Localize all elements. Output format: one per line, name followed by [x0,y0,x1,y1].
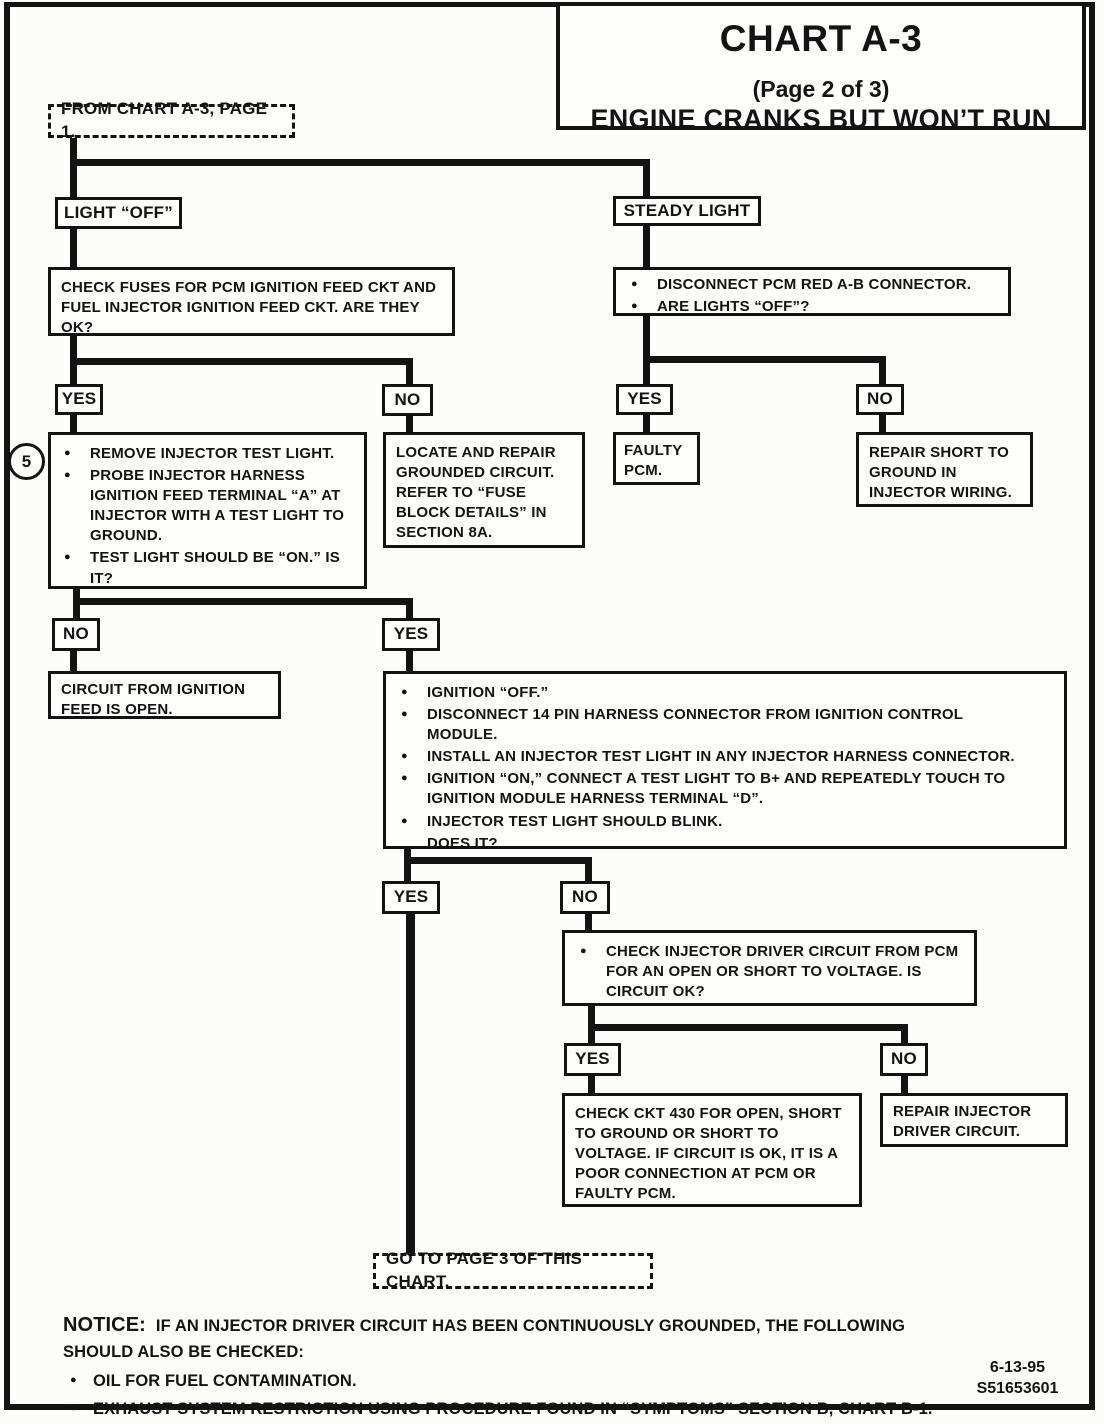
node-repair-short: REPAIR SHORT TO GROUND IN INJECTOR WIRIN… [856,432,1033,507]
connector [643,356,886,363]
connector [73,598,413,605]
node-check-fuses: CHECK FUSES FOR PCM IGNITION FEED CKT AN… [48,267,455,336]
bullet-item: REMOVE INJECTOR TEST LIGHT. [57,444,358,464]
notice-label: NOTICE: [63,1314,146,1336]
step-number-badge: 5 [8,443,45,480]
bullet-item: DISCONNECT 14 PIN HARNESS CONNECTOR FROM… [394,705,1037,745]
node-locate-repair: LOCATE AND REPAIR GROUNDED CIRCUIT. REFE… [383,432,585,548]
connector [879,356,886,385]
connector [70,413,77,434]
node-circuit-open: CIRCUIT FROM IGNITION FEED IS OPEN. [48,671,281,719]
connector [643,159,650,198]
bullet-item: INSTALL AN INJECTOR TEST LIGHT IN ANY IN… [394,747,1054,767]
chart-title: CHART A-3 [719,18,923,59]
node-steady-light: STEADY LIGHT [613,196,761,226]
branch-yes: YES [382,618,440,651]
node-question: DOES IT? [427,834,498,852]
node-check-ckt430: CHECK CKT 430 FOR OPEN, SHORT TO GROUND … [562,1093,862,1207]
node-ignition-module-test: IGNITION “OFF.” DISCONNECT 14 PIN HARNES… [383,671,1067,852]
branch-yes: YES [564,1043,621,1076]
node-goto-page3: GO TO PAGE 3 OF THIS CHART. [373,1249,653,1291]
page-border-right [1089,2,1095,1410]
connector [70,358,413,365]
connector [70,358,77,385]
notice-bullet: OIL FOR FUEL CONTAMINATION. [63,1369,935,1394]
notice-text: NOTICE:IF AN INJECTOR DRIVER CIRCUIT HAS… [63,1310,935,1365]
node-injector-test: REMOVE INJECTOR TEST LIGHT. PROBE INJECT… [48,432,367,589]
connector [585,857,592,882]
connector [70,650,77,673]
node-check-driver: CHECK INJECTOR DRIVER CIRCUIT FROM PCM F… [562,930,977,1006]
connector [901,1075,908,1094]
branch-yes: YES [616,384,673,415]
footer-date: 6-13-95 [989,1359,1046,1376]
bullet-item: IGNITION “OFF.” [394,683,1054,703]
branch-no: NO [52,618,100,651]
page-border-top [4,2,1095,7]
connector [585,913,592,932]
node-from-chart-a3-page1: FROM CHART A-3, PAGE 1. [48,99,295,141]
branch-no: NO [382,384,433,416]
bullet-item: DISCONNECT PCM RED A-B CONNECTOR. [624,275,1000,295]
connector [70,137,77,200]
connector [406,913,415,1254]
branch-yes: YES [55,384,103,415]
connector [643,315,650,360]
branch-yes: YES [382,881,440,914]
bullet-item: ARE LIGHTS “OFF”? [624,297,1000,317]
connector [588,1024,908,1031]
notice-body: IF AN INJECTOR DRIVER CIRCUIT HAS BEEN C… [63,1317,906,1361]
bullet-item: CHECK INJECTOR DRIVER CIRCUIT FROM PCM F… [573,942,966,1002]
connector [643,413,650,434]
connector [404,847,411,882]
node-faulty-pcm: FAULTY PCM. [613,432,700,485]
connector [70,227,77,268]
connector [406,358,413,385]
connector [879,413,886,434]
node-light-off: LIGHT “OFF” [55,197,182,229]
branch-no: NO [880,1043,928,1076]
connector [70,335,77,365]
chart-subtitle: ENGINE CRANKS BUT WON’T RUN [590,104,1052,134]
connector [901,1024,908,1044]
branch-no: NO [856,384,904,415]
connector [406,413,413,434]
bullet-item: INJECTOR TEST LIGHT SHOULD BLINK. [394,812,1054,832]
node-disconnect-pcm: DISCONNECT PCM RED A-B CONNECTOR. ARE LI… [613,267,1011,316]
chart-page-label: (Page 2 of 3) [752,76,890,102]
bullet-item: IGNITION “ON,” CONNECT A TEST LIGHT TO B… [394,769,1047,809]
connector [643,224,650,268]
connector [70,159,650,166]
notice-block: NOTICE:IF AN INJECTOR DRIVER CIRCUIT HAS… [63,1310,935,1424]
footer-ids: 6-13-95 S51653601 [950,1358,1085,1400]
node-repair-driver: REPAIR INJECTOR DRIVER CIRCUIT. [880,1093,1068,1147]
chart-title-box: CHART A-3 (Page 2 of 3) ENGINE CRANKS BU… [556,2,1086,134]
branch-no: NO [560,881,610,914]
page-border-left [4,2,10,1410]
footer-doc-id: S51653601 [976,1379,1059,1397]
bullet-item: TEST LIGHT SHOULD BE “ON.” IS IT? [57,548,358,588]
bullet-item: PROBE INJECTOR HARNESS IGNITION FEED TER… [57,466,358,546]
connector [406,650,413,673]
connector [588,1075,595,1094]
notice-bullet: EXHAUST SYSTEM RESTRICTION USING PROCEDU… [63,1397,935,1422]
connector [643,356,650,385]
connector [406,598,413,619]
connector [404,857,592,864]
